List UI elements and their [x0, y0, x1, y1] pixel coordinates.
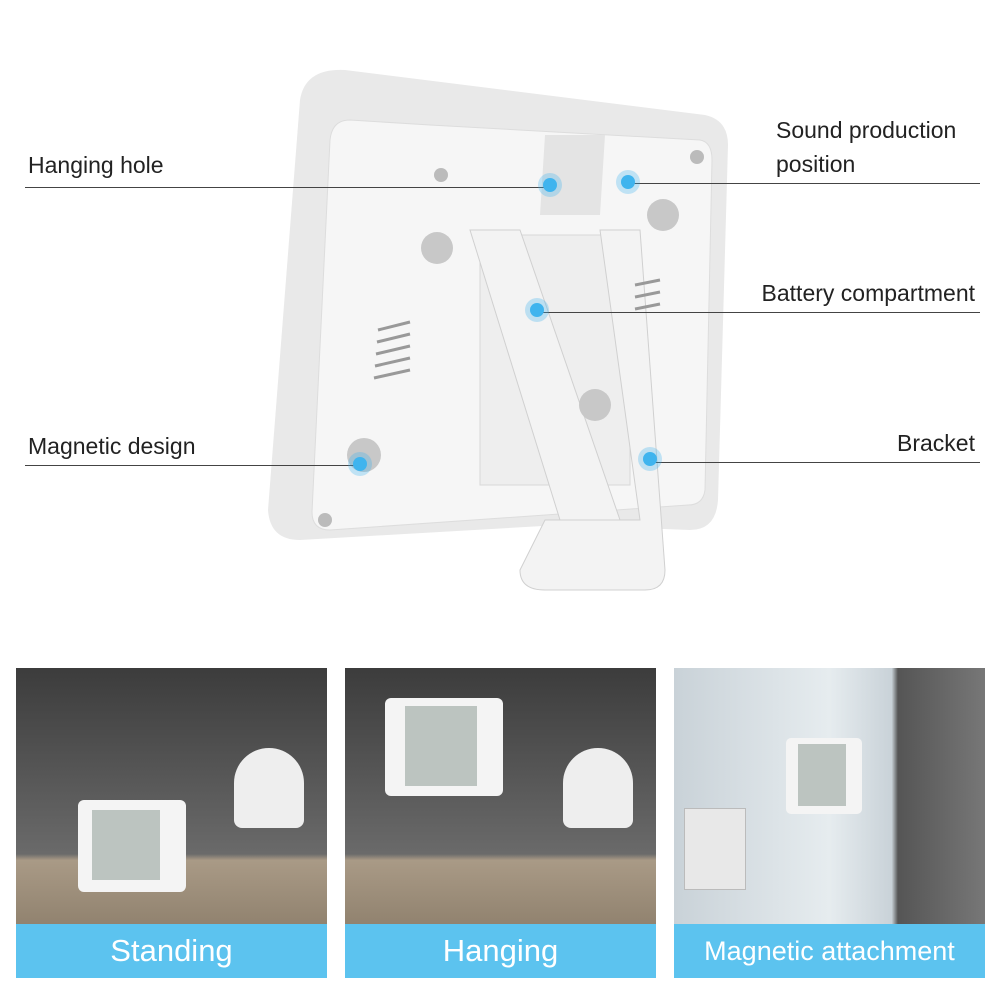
callout-line [650, 462, 980, 463]
device-back-illustration [268, 69, 728, 591]
caption-standing: Standing [16, 924, 327, 978]
callout-magnetic: Magnetic design [28, 433, 196, 459]
kettle [234, 748, 304, 828]
kettle [563, 748, 633, 828]
caption-magnetic: Magnetic attachment [674, 924, 985, 978]
hanging-hole-marker [543, 178, 557, 192]
callout-line [25, 465, 360, 466]
panel-magnetic: Magnetic attachment [674, 668, 985, 978]
callout-sound-line1: Sound production [776, 117, 957, 143]
magnet-marker [353, 457, 367, 471]
callout-line [628, 183, 980, 184]
callout-hanging-hole: Hanging hole [28, 152, 164, 178]
thermometer-device [786, 738, 862, 814]
water-dispenser [684, 808, 746, 890]
callout-sound-line2: position [776, 151, 856, 177]
thermometer-device [385, 698, 503, 796]
bracket-marker [643, 452, 657, 466]
sound-position-marker [621, 175, 635, 189]
battery-marker [530, 303, 544, 317]
callout-battery: Battery compartment [761, 280, 975, 306]
thermometer-device [78, 800, 186, 892]
callout-bracket: Bracket [897, 430, 975, 456]
panel-hanging: Hanging [345, 668, 656, 978]
callout-line [25, 187, 550, 188]
callout-line [537, 312, 980, 313]
caption-hanging: Hanging [345, 924, 656, 978]
panel-standing: Standing [16, 668, 327, 978]
